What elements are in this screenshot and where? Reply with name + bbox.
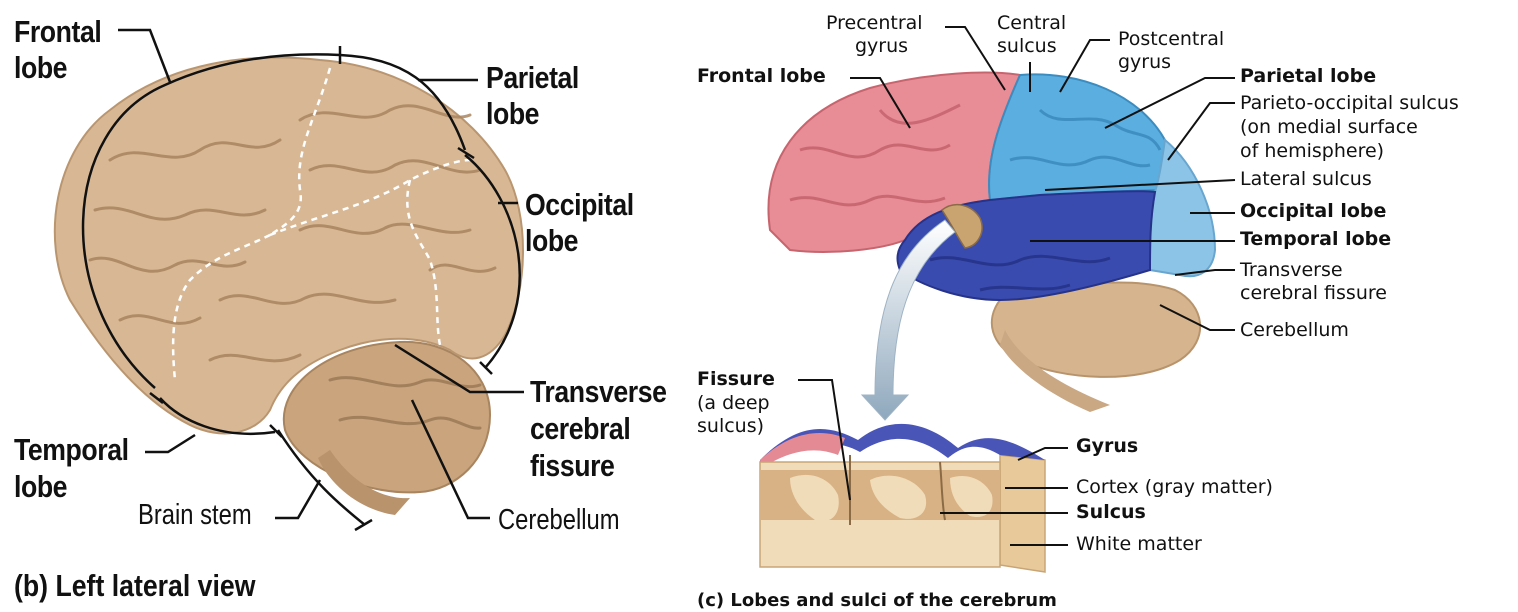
label-parietal-lobe-right: Parietal lobe xyxy=(1240,65,1377,87)
label-cerebellum-left: Cerebellum xyxy=(498,504,620,536)
left-brainstem xyxy=(318,450,410,515)
label-fissure-line2: (a deep xyxy=(697,392,770,414)
label-transverse-fissure-right-line1: Transverse xyxy=(1240,259,1343,281)
label-precentral-gyrus-line2: gyrus xyxy=(855,35,909,57)
label-parietal-lobe-line1: Parietal xyxy=(486,60,579,95)
label-transverse-fissure-right-line2: cerebral fissure xyxy=(1240,282,1387,304)
caption-left-lateral-view: (b) Left lateral view xyxy=(14,568,256,603)
label-temporal-lobe-line1: Temporal xyxy=(14,432,129,467)
cortex-block xyxy=(759,423,1046,573)
label-transverse-fissure-line3: fissure xyxy=(530,448,615,483)
label-central-sulcus-line1: Central xyxy=(997,12,1067,34)
label-temporal-lobe-right: Temporal lobe xyxy=(1240,228,1392,250)
left-cerebellum xyxy=(282,340,492,494)
label-central-sulcus-line2: sulcus xyxy=(997,35,1057,57)
label-fissure-line3: sulcus) xyxy=(697,415,765,437)
label-postcentral-gyrus-line2: gyrus xyxy=(1118,51,1172,73)
left-leader-lines xyxy=(81,28,524,532)
zoom-arrow xyxy=(860,219,956,421)
label-white-matter: White matter xyxy=(1076,533,1202,555)
right-brain-illustration xyxy=(767,71,1217,412)
label-occipital-lobe-right: Occipital lobe xyxy=(1240,200,1387,222)
label-cerebellum-right: Cerebellum xyxy=(1240,319,1349,341)
label-parieto-occipital-line3: of hemisphere) xyxy=(1240,140,1385,162)
label-transverse-fissure-line2: cerebral xyxy=(530,411,631,446)
label-precentral-gyrus-line1: Precentral xyxy=(826,12,923,34)
label-cortex-gray-matter: Cortex (gray matter) xyxy=(1076,476,1273,498)
label-gyrus: Gyrus xyxy=(1076,435,1139,457)
label-brain-stem: Brain stem xyxy=(138,499,252,531)
label-frontal-lobe-right: Frontal lobe xyxy=(697,65,826,87)
label-parieto-occipital-line1: Parieto-occipital sulcus xyxy=(1240,92,1459,114)
right-brainstem xyxy=(1000,330,1110,412)
label-lateral-sulcus: Lateral sulcus xyxy=(1240,168,1372,190)
right-leader-lines xyxy=(798,26,1236,546)
label-postcentral-gyrus-line1: Postcentral xyxy=(1118,28,1225,50)
caption-lobes-and-sulci: (c) Lobes and sulci of the cerebrum xyxy=(697,590,1057,611)
label-transverse-fissure-line1: Transverse xyxy=(530,374,667,409)
label-frontal-lobe-line2: lobe xyxy=(14,50,68,85)
label-parieto-occipital-line2: (on medial surface xyxy=(1240,116,1418,138)
label-occipital-lobe-line1: Occipital xyxy=(525,187,634,222)
label-parietal-lobe-line2: lobe xyxy=(486,96,540,131)
label-occipital-lobe-line2: lobe xyxy=(525,223,579,258)
label-fissure-line1: Fissure xyxy=(697,368,775,390)
label-frontal-lobe-line1: Frontal xyxy=(14,14,102,49)
label-sulcus: Sulcus xyxy=(1076,501,1146,523)
label-temporal-lobe-line2: lobe xyxy=(14,469,68,504)
left-lobe-borders xyxy=(171,67,471,381)
